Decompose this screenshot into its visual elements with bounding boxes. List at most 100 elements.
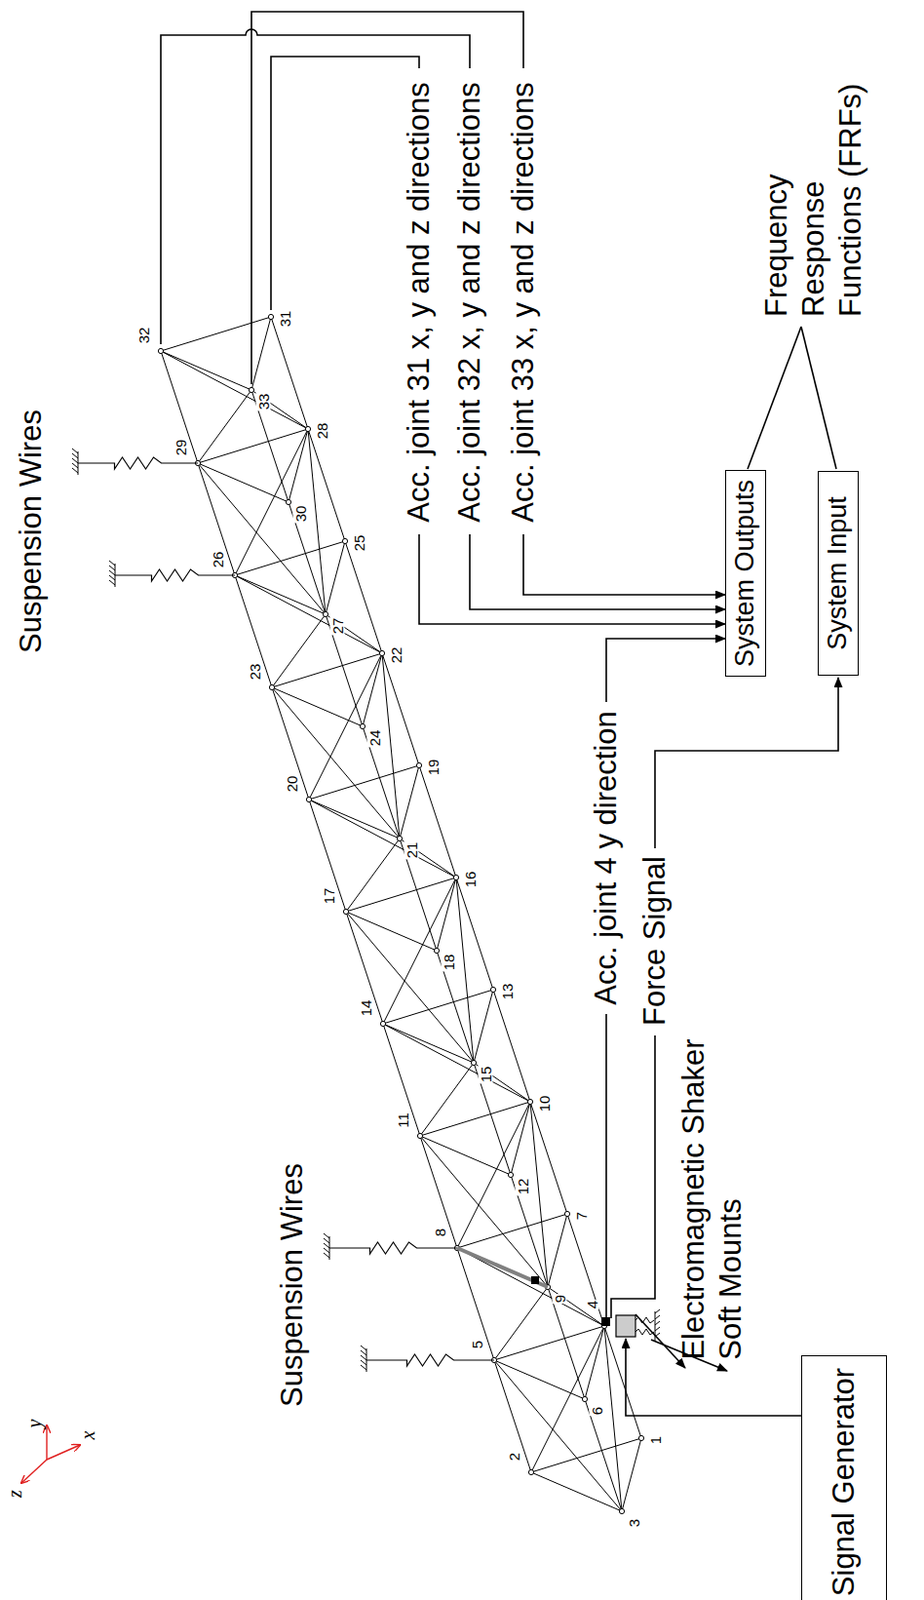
axis-label: y — [23, 1419, 46, 1428]
joint-dot — [379, 650, 385, 655]
joint-dot — [380, 1020, 385, 1026]
truss-member — [308, 799, 457, 878]
joint-dot — [248, 386, 254, 392]
joint-dot — [306, 796, 311, 802]
truss-member — [308, 428, 326, 615]
truss-member — [383, 1023, 531, 1102]
joint-number: 7 — [574, 1210, 589, 1221]
ground-hatch — [360, 1345, 367, 1372]
joint-number: 17 — [321, 886, 337, 906]
frf-line — [801, 326, 837, 469]
joint-number: 23 — [247, 662, 263, 682]
truss-member — [271, 687, 309, 800]
truss-member — [251, 316, 271, 390]
truss-member — [383, 989, 494, 1024]
process-box: System Input — [817, 470, 859, 676]
truss-member — [494, 1359, 622, 1511]
joint-number: 10 — [537, 1094, 552, 1114]
truss-member — [531, 1437, 642, 1472]
joint-number: 12 — [515, 1177, 531, 1196]
signal-label: Force Signal — [637, 855, 673, 1026]
joint-dot — [305, 425, 310, 431]
truss-member — [420, 1135, 548, 1287]
truss-member — [234, 540, 346, 576]
truss-member — [346, 838, 400, 912]
truss-member — [547, 1286, 605, 1326]
ground-hatch — [109, 560, 116, 587]
joint-dot — [269, 684, 274, 690]
strain-sensor — [531, 1275, 539, 1284]
truss-member — [382, 653, 400, 839]
box-label: System Input — [822, 496, 853, 651]
truss-member — [325, 614, 383, 654]
joint-number: 33 — [256, 392, 271, 412]
joint-dot — [527, 1098, 533, 1104]
joint-dot — [268, 313, 273, 319]
spring-symbol — [329, 1241, 458, 1254]
sensor-label: Acc. joint 31 x, y and z directions — [401, 81, 437, 522]
truss-member — [457, 1213, 568, 1248]
truss-member — [251, 389, 308, 429]
truss-member — [420, 1101, 531, 1136]
joint-number: 28 — [314, 422, 330, 441]
joint-dot — [322, 611, 328, 616]
joint-number: 24 — [367, 729, 383, 748]
joint-number: 21 — [404, 841, 420, 860]
box-label: Signal Generator — [826, 1367, 862, 1596]
joint-number: 30 — [293, 504, 308, 524]
box-label: System Outputs — [730, 479, 761, 667]
device-label: Soft Mounts — [713, 1197, 749, 1359]
force-wire — [611, 1035, 655, 1318]
force-wire — [654, 677, 839, 848]
joint-dot — [157, 347, 163, 353]
acc-wire — [270, 56, 420, 310]
truss-member — [197, 462, 326, 615]
truss-member — [494, 1359, 532, 1472]
joint-number: 29 — [173, 438, 189, 458]
joint-number: 25 — [351, 534, 367, 553]
joint-number: 20 — [284, 774, 300, 794]
axis-label: x — [77, 1430, 100, 1440]
joint-dot — [618, 1507, 624, 1513]
axis-arrow — [45, 1424, 47, 1460]
joint-dot — [359, 723, 365, 729]
truss-member — [547, 1286, 585, 1399]
truss-member — [271, 653, 383, 688]
truss-member — [346, 911, 437, 951]
joint-number: 32 — [136, 326, 152, 346]
callout-label: Suspension Wires — [13, 409, 49, 654]
truss-member — [160, 350, 308, 429]
truss-member — [308, 799, 400, 839]
truss-member — [197, 428, 308, 463]
joint-number: 3 — [626, 1517, 642, 1528]
joint-dot — [638, 1434, 644, 1440]
truss-member — [325, 614, 363, 727]
truss-member — [234, 575, 383, 654]
truss-member — [308, 765, 420, 800]
joint-dot — [433, 947, 439, 953]
truss-member — [197, 462, 289, 502]
acc-wire — [606, 638, 726, 702]
axis-triad — [21, 1424, 80, 1483]
signal-wires — [160, 11, 839, 1416]
joint-dot — [416, 762, 422, 768]
truss-member — [346, 877, 457, 912]
soft-mount-spring — [635, 1316, 655, 1335]
output-label: Frequency Response Functions (FRFs) — [758, 73, 870, 317]
joint-number: 5 — [469, 1339, 485, 1349]
sensor-label: Acc. joint 32 x, y and z directions — [452, 81, 488, 522]
joint-number: 18 — [441, 953, 457, 972]
truss-member — [473, 1062, 531, 1102]
joint-dot — [490, 986, 496, 992]
spring-symbol — [115, 569, 235, 581]
joint-dot — [453, 874, 459, 880]
spring-symbol — [366, 1353, 495, 1366]
truss-member — [197, 389, 252, 463]
joint-dot — [417, 1132, 423, 1138]
joint-number: 14 — [358, 999, 374, 1018]
truss-member — [362, 653, 383, 727]
truss-member — [621, 1437, 642, 1511]
joint-number: 19 — [425, 758, 441, 777]
truss-member — [234, 575, 326, 615]
